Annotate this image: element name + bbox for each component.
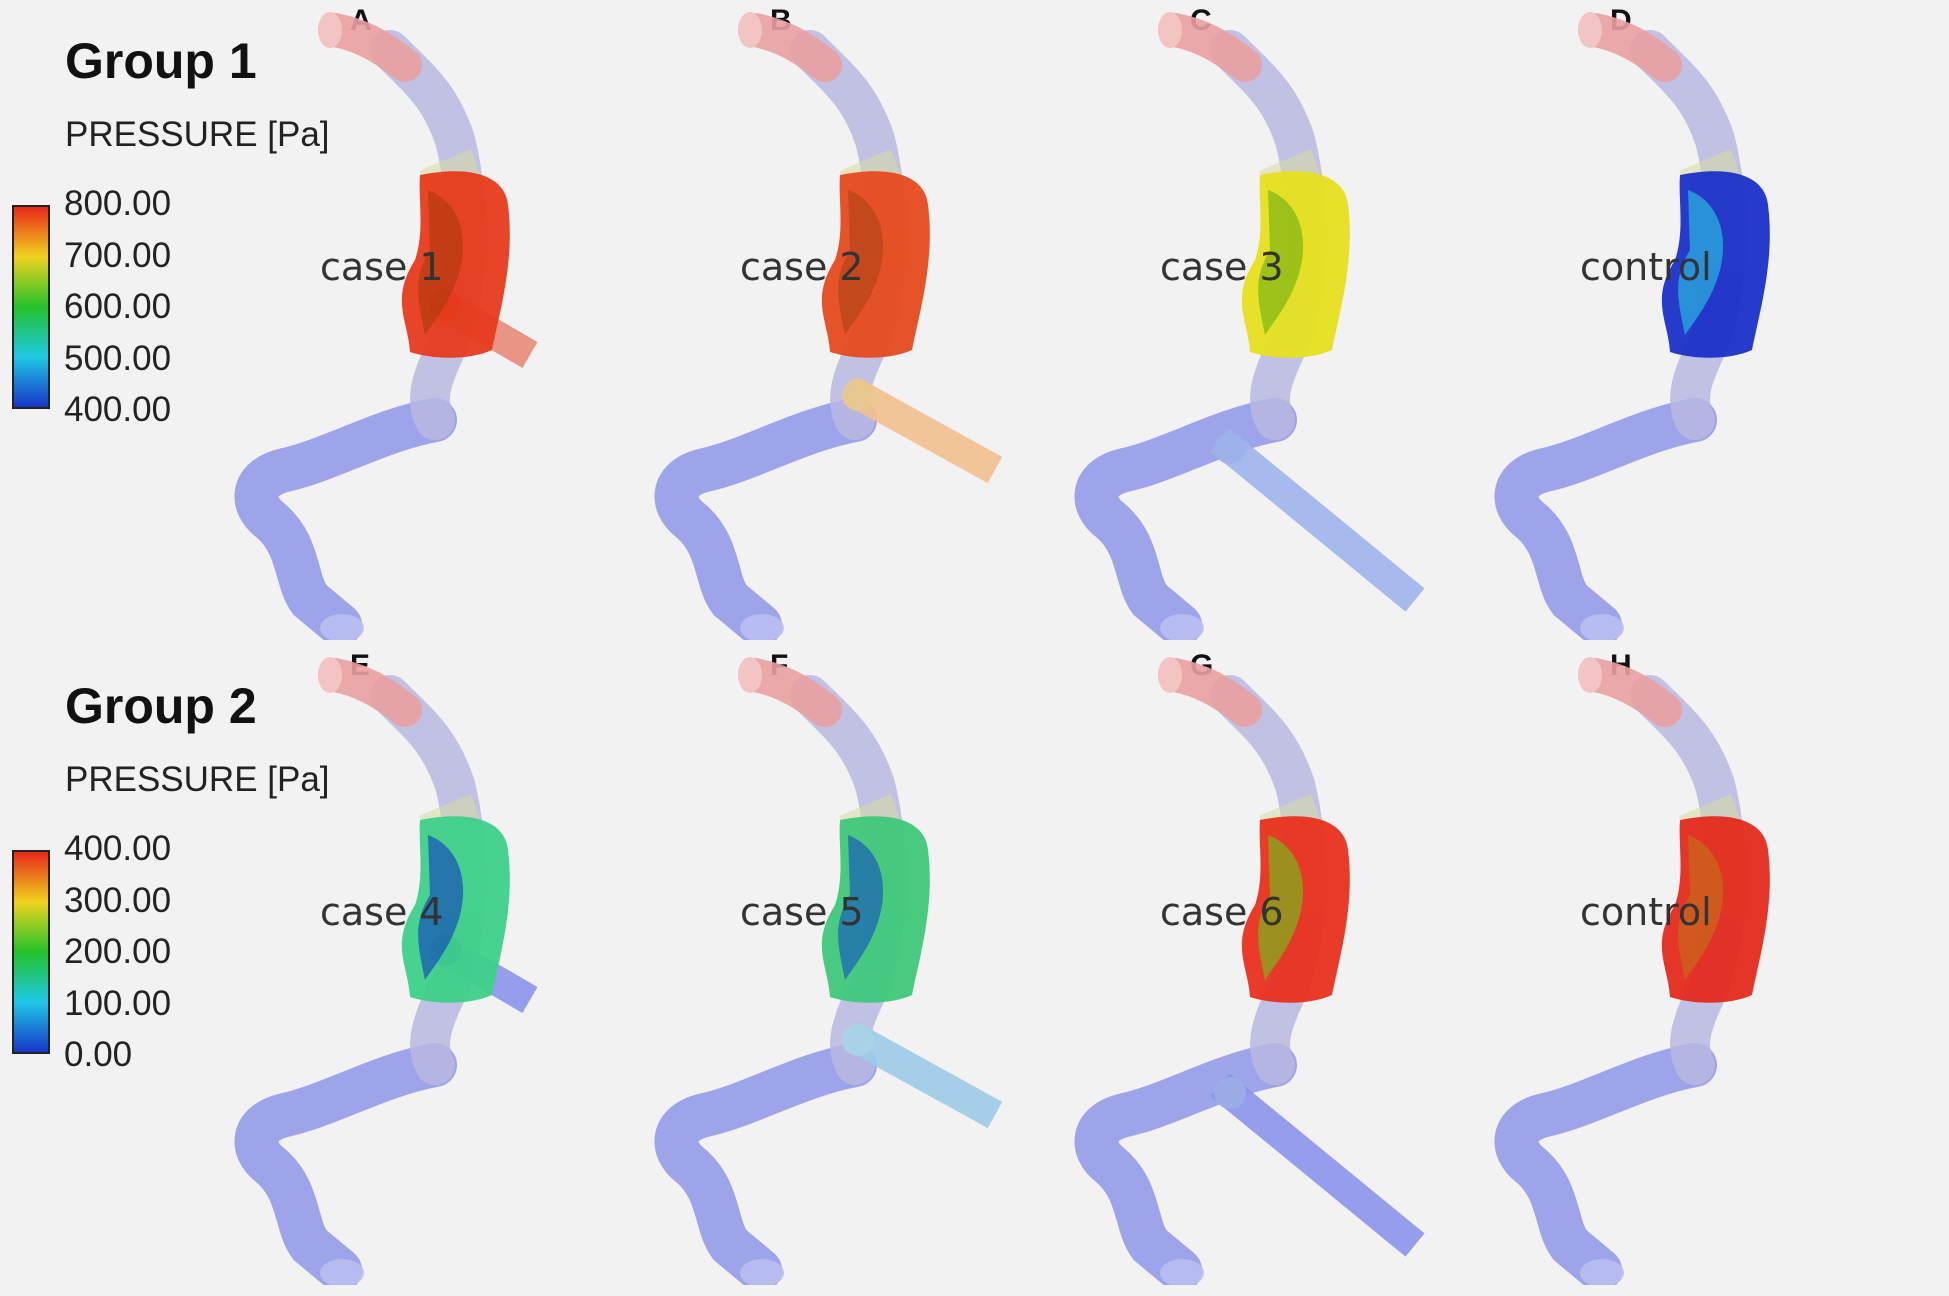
branch-root bbox=[1214, 432, 1246, 464]
case-label: case 2 bbox=[740, 245, 864, 289]
sac-pressure-variation bbox=[1678, 835, 1724, 980]
lower-vessel bbox=[234, 398, 457, 640]
branch-graft bbox=[1210, 428, 1425, 612]
case-label: case 5 bbox=[740, 890, 864, 934]
lower-vessel bbox=[1074, 398, 1297, 640]
inlet-cap bbox=[738, 657, 762, 693]
inlet-cap bbox=[1158, 657, 1182, 693]
inlet-cap bbox=[1578, 657, 1602, 693]
branch-graft bbox=[1210, 1073, 1425, 1257]
outlet-cap bbox=[1580, 614, 1624, 640]
legend-tick-label: 100.00 bbox=[64, 983, 172, 1023]
legend-tick-label: 700.00 bbox=[64, 235, 172, 275]
case-label: case 1 bbox=[320, 245, 444, 289]
sac-pressure-variation bbox=[838, 835, 884, 980]
outlet-cap bbox=[740, 1259, 784, 1285]
inlet-cap bbox=[738, 12, 762, 48]
group-title: Group 1 bbox=[65, 33, 257, 89]
case-label: case 3 bbox=[1160, 245, 1284, 289]
vessel-model bbox=[1074, 657, 1425, 1285]
branch-root bbox=[842, 1024, 874, 1056]
vessel-model bbox=[234, 657, 538, 1285]
outlet-cap bbox=[1580, 1259, 1624, 1285]
lower-vessel bbox=[654, 1043, 877, 1285]
lower-vessel bbox=[1494, 398, 1717, 640]
outlet-cap bbox=[1160, 1259, 1204, 1285]
lower-vessel bbox=[654, 398, 877, 640]
inlet-cap bbox=[1578, 12, 1602, 48]
case-label: control bbox=[1580, 245, 1712, 289]
outlet-cap bbox=[1160, 614, 1204, 640]
vessel-model bbox=[234, 12, 538, 640]
inlet-cap bbox=[318, 657, 342, 693]
vessel-model bbox=[654, 657, 1003, 1285]
sac-pressure-variation bbox=[838, 190, 884, 335]
sac-pressure-variation bbox=[1258, 835, 1304, 980]
lower-vessel bbox=[234, 1043, 457, 1285]
legend-colorbar bbox=[12, 850, 50, 1054]
sac-pressure-variation bbox=[1678, 190, 1724, 335]
case-label: case 6 bbox=[1160, 890, 1284, 934]
legend-tick-label: 600.00 bbox=[64, 287, 172, 326]
case-label: control bbox=[1580, 890, 1712, 934]
legend-title: PRESSURE [Pa] bbox=[65, 115, 330, 154]
case-label: case 4 bbox=[320, 890, 444, 934]
sac-pressure-variation bbox=[1258, 190, 1304, 335]
sac-pressure-variation bbox=[418, 190, 464, 335]
branch-root bbox=[842, 379, 874, 411]
vessel-model bbox=[1074, 12, 1425, 640]
sac-pressure-variation bbox=[418, 835, 464, 980]
branch-graft bbox=[842, 376, 1003, 484]
vessel-model bbox=[1494, 657, 1770, 1285]
branch-root bbox=[1214, 1077, 1246, 1109]
group-title: Group 2 bbox=[65, 678, 257, 734]
outlet-cap bbox=[740, 614, 784, 640]
vessel-model bbox=[1494, 12, 1770, 640]
legend-tick-label: 200.00 bbox=[64, 932, 172, 971]
branch-graft bbox=[842, 1021, 1003, 1129]
outlet-cap bbox=[320, 614, 364, 640]
vessel-model bbox=[654, 12, 1003, 640]
legend-colorbar bbox=[12, 205, 50, 409]
legend-tick-label: 500.00 bbox=[64, 338, 172, 378]
outlet-cap bbox=[320, 1259, 364, 1285]
legend-tick-label: 0.00 bbox=[64, 1035, 133, 1074]
inlet-cap bbox=[318, 12, 342, 48]
inlet-cap bbox=[1158, 12, 1182, 48]
legend-tick-label: 400.00 bbox=[64, 390, 172, 429]
legend-tick-label: 800.00 bbox=[64, 184, 172, 223]
lower-vessel bbox=[1074, 1043, 1297, 1285]
legend-tick-label: 400.00 bbox=[64, 829, 172, 868]
legend-title: PRESSURE [Pa] bbox=[65, 760, 330, 799]
lower-vessel bbox=[1494, 1043, 1717, 1285]
legend-tick-label: 300.00 bbox=[64, 880, 172, 920]
